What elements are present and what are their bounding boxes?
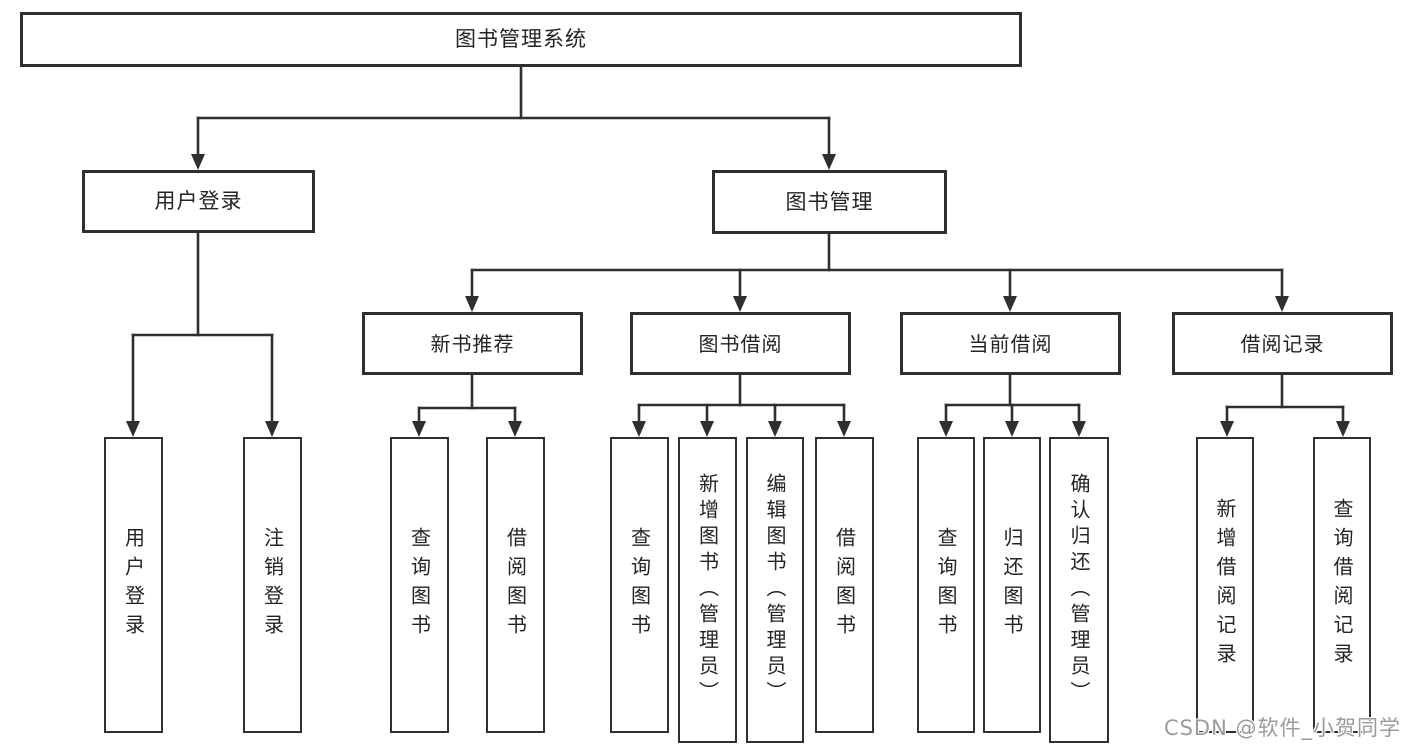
- leaf-borrow-books-borrowing: 借阅图书: [815, 437, 874, 733]
- node-new-book-recommend: 新书推荐: [362, 312, 583, 375]
- leaf-query-borrow-record: 查询借阅记录: [1313, 437, 1371, 733]
- watermark: CSDN @软件_小贺同学: [1163, 716, 1401, 740]
- node-borrowing-records: 借阅记录: [1172, 312, 1393, 375]
- node-library-system: 图书管理系统: [20, 12, 1022, 67]
- leaf-return-books: 归还图书: [983, 437, 1041, 733]
- leaf-query-books-borrowing: 查询图书: [610, 437, 669, 733]
- leaf-query-books-recommend: 查询图书: [390, 437, 449, 733]
- leaf-borrow-books-recommend: 借阅图书: [486, 437, 545, 733]
- leaf-edit-book-admin: 编辑图书（管理员）: [746, 437, 804, 743]
- leaf-user-login: 用户登录: [104, 437, 163, 733]
- node-user-login: 用户登录: [82, 170, 315, 233]
- node-book-borrowing: 图书借阅: [630, 312, 851, 375]
- leaf-confirm-return-admin: 确认归还（管理员）: [1049, 437, 1109, 743]
- leaf-query-books-current: 查询图书: [917, 437, 975, 733]
- leaf-add-book-admin: 新增图书（管理员）: [678, 437, 737, 743]
- node-current-borrowing: 当前借阅: [900, 312, 1121, 375]
- leaf-logout: 注销登录: [243, 437, 302, 733]
- node-book-management: 图书管理: [712, 170, 947, 234]
- leaf-add-borrow-record: 新增借阅记录: [1196, 437, 1254, 733]
